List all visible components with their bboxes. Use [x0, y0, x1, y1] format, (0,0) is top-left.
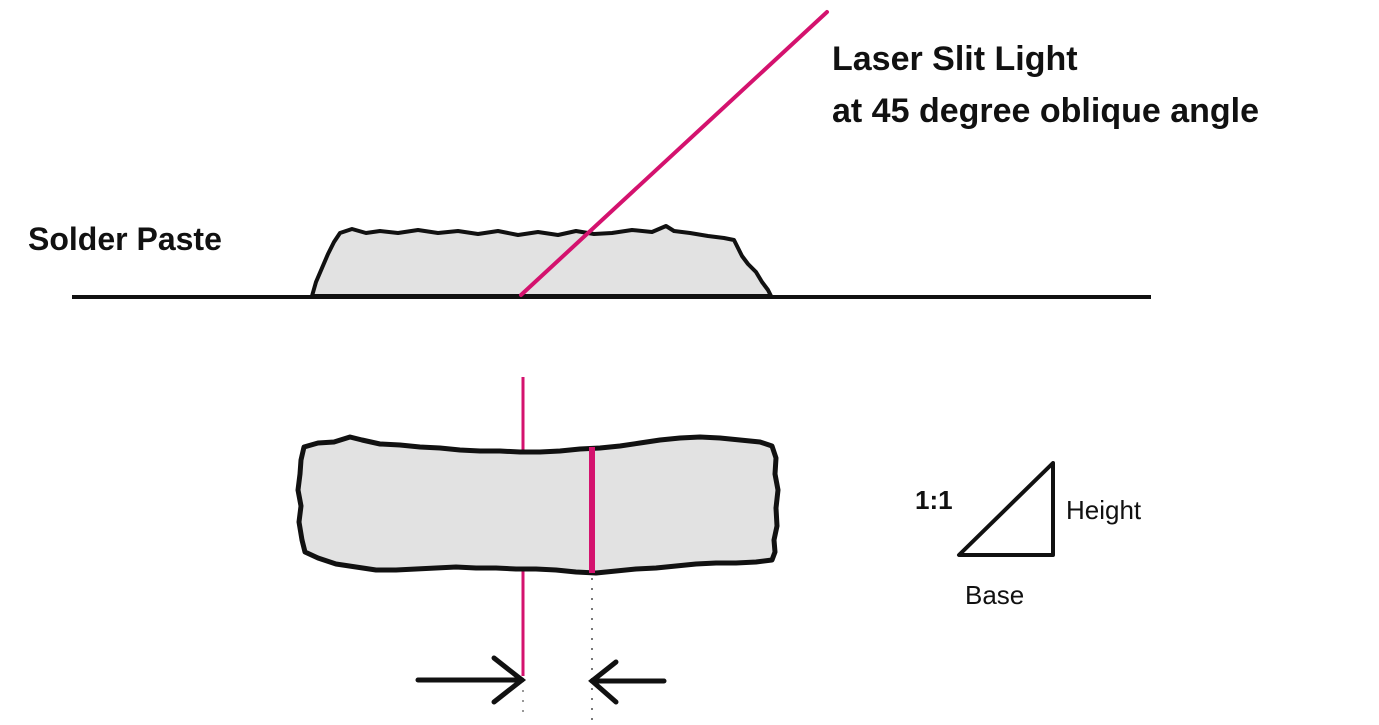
laser-title-line1: Laser Slit Light: [832, 40, 1078, 78]
ratio-triangle: [957, 461, 1055, 557]
laser-slit-light-line: [519, 10, 829, 297]
height-label: Height: [1066, 495, 1142, 525]
base-label: Base: [965, 580, 1024, 610]
side-view: [72, 10, 1151, 299]
solder-paste-label: Solder Paste: [28, 221, 222, 257]
solder-paste-side-profile: [310, 224, 773, 298]
solder-paste-top-profile: [295, 434, 781, 576]
triangle-icon: [957, 461, 1055, 557]
ratio-label: 1:1: [915, 485, 953, 515]
top-view: [295, 377, 781, 720]
left-arrow-icon: [588, 659, 667, 705]
laser-title-line2: at 45 degree oblique angle: [832, 92, 1259, 130]
right-arrow-icon: [415, 655, 527, 705]
